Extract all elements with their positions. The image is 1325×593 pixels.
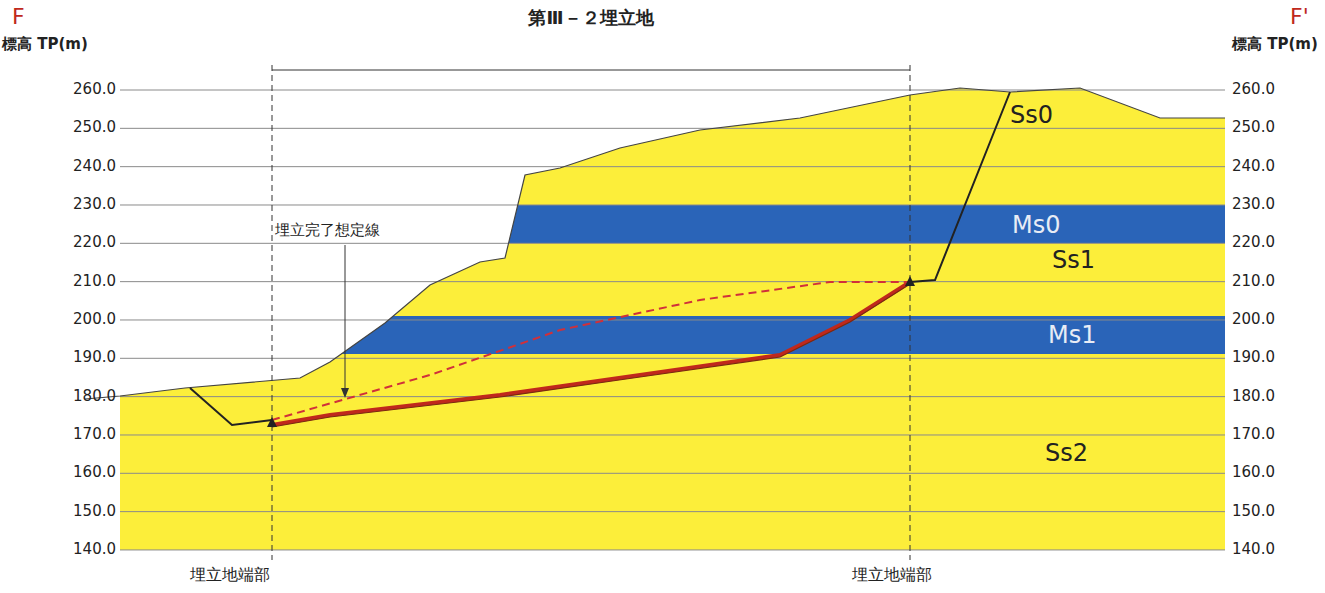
axis-value: 200.0 bbox=[73, 311, 116, 328]
end-label: 埋立地端部 bbox=[190, 566, 270, 584]
axis-value: 240.0 bbox=[1232, 158, 1275, 175]
leader-arrowhead bbox=[341, 388, 349, 398]
axis-value: 170.0 bbox=[73, 426, 116, 443]
landfill-base-line bbox=[272, 282, 910, 425]
layer-label: Ms0 bbox=[1012, 212, 1060, 240]
excavation-line bbox=[910, 92, 1010, 282]
axis-value: 160.0 bbox=[73, 464, 116, 481]
grid-line bbox=[120, 358, 1225, 359]
end-label: 埋立地端部 bbox=[852, 566, 932, 584]
axis-value: 260.0 bbox=[73, 81, 116, 98]
completion-line bbox=[272, 282, 910, 420]
axis-value: 160.0 bbox=[1232, 464, 1275, 481]
grid-line bbox=[120, 128, 1225, 129]
leader-line bbox=[345, 245, 346, 392]
landfill-base-line bbox=[272, 284, 910, 427]
area-title: 第Ⅲ－２埋立地 bbox=[528, 8, 653, 29]
grid-line bbox=[120, 396, 1225, 397]
section-end-label: F bbox=[12, 4, 25, 29]
axis-value: 240.0 bbox=[73, 158, 116, 175]
boundary-line bbox=[910, 65, 911, 560]
grid-line bbox=[120, 549, 1225, 550]
grid-line bbox=[120, 511, 1225, 512]
axis-value: 170.0 bbox=[1232, 426, 1275, 443]
grid-line bbox=[120, 473, 1225, 474]
grid-lines bbox=[120, 90, 1225, 550]
axis-title: 標高 TP(m) bbox=[2, 36, 88, 53]
ms1-layer bbox=[120, 316, 1225, 354]
axis-value: 180.0 bbox=[1232, 388, 1275, 405]
ms0-layer bbox=[120, 205, 1225, 243]
axis-value: 190.0 bbox=[73, 349, 116, 366]
layer-label: Ms1 bbox=[1048, 322, 1096, 350]
axis-title: 標高 TP(m) bbox=[1232, 36, 1318, 53]
end-marker bbox=[905, 276, 915, 286]
axis-value: 140.0 bbox=[73, 541, 116, 558]
layer-label: Ss1 bbox=[1052, 247, 1095, 275]
dimension-line bbox=[272, 70, 910, 71]
axis-value: 200.0 bbox=[1232, 311, 1275, 328]
axis-value: 150.0 bbox=[73, 503, 116, 520]
grid-line bbox=[120, 166, 1225, 167]
layer-label: Ss0 bbox=[1010, 102, 1053, 130]
axis-value: 260.0 bbox=[1232, 81, 1275, 98]
axis-value: 140.0 bbox=[1232, 541, 1275, 558]
ground-surface bbox=[85, 88, 1225, 399]
axis-value: 150.0 bbox=[1232, 503, 1275, 520]
axis-value: 210.0 bbox=[73, 273, 116, 290]
boundary-line bbox=[272, 65, 273, 560]
section-end-label: F' bbox=[1290, 4, 1309, 29]
grid-line bbox=[120, 281, 1225, 282]
axis-value: 190.0 bbox=[1232, 349, 1275, 366]
axis-value: 220.0 bbox=[73, 234, 116, 251]
axis-value: 210.0 bbox=[1232, 273, 1275, 290]
grid-line bbox=[120, 434, 1225, 435]
grid-line bbox=[120, 319, 1225, 320]
axis-value: 250.0 bbox=[73, 119, 116, 136]
ground-fill bbox=[120, 88, 1225, 550]
axis-value: 220.0 bbox=[1232, 234, 1275, 251]
grid-line bbox=[120, 243, 1225, 244]
end-marker bbox=[267, 417, 277, 427]
axis-value: 230.0 bbox=[73, 196, 116, 213]
excavation-line bbox=[190, 388, 272, 425]
axis-value: 180.0 bbox=[73, 388, 116, 405]
layer-label: Ss2 bbox=[1045, 440, 1088, 468]
axis-value: 250.0 bbox=[1232, 119, 1275, 136]
completion-line-label: 埋立完了想定線 bbox=[275, 222, 380, 239]
grid-line bbox=[120, 204, 1225, 205]
axis-value: 230.0 bbox=[1232, 196, 1275, 213]
